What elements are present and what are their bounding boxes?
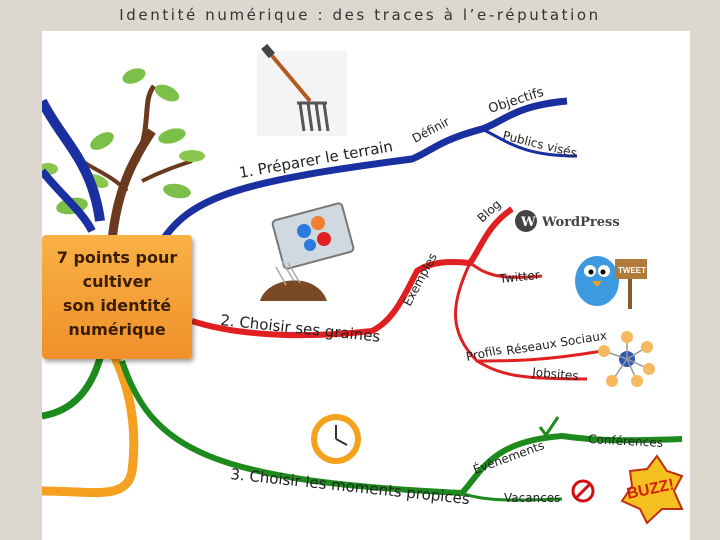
seed-packet-icon: [260, 202, 355, 301]
buzz-badge: BUZZ!: [620, 454, 684, 525]
left-green-branch: [42, 350, 106, 420]
no-entry-icon: [571, 479, 595, 503]
left-blue-branch: [42, 98, 105, 222]
exemples-label: Exemples: [400, 251, 440, 309]
publics-label: Publics visés: [501, 128, 578, 160]
mind-map-svg: 1. Préparer le terrain Définir Objectifs…: [42, 43, 684, 525]
conferences-label: Conférences: [588, 432, 663, 450]
page-title: Identité numérique : des traces à l’e-ré…: [119, 6, 601, 24]
left-orange-branch: [42, 348, 139, 498]
tree-illustration: [42, 68, 205, 242]
central-line-3: son identité: [62, 296, 172, 315]
wordpress-logo: W WordPress: [515, 210, 620, 232]
evenements-label: Évènements: [471, 437, 546, 477]
clock-icon: [311, 414, 361, 464]
branch-3-line: [119, 360, 683, 497]
central-line-2: cultiver: [82, 272, 152, 291]
central-line-1: 7 points pour: [56, 248, 178, 267]
branch-1-line: [159, 97, 568, 243]
mind-map-canvas: 1. Préparer le terrain Définir Objectifs…: [42, 31, 690, 540]
branch-2-label: 2. Choisir ses graines: [220, 311, 382, 346]
pitchfork-icon: [257, 43, 347, 136]
checkmark-icon: [538, 416, 560, 438]
header-bar: Identité numérique : des traces à l’e-ré…: [0, 0, 720, 30]
central-line-4: numérique: [68, 320, 166, 339]
central-topic-box: 7 points pour cultiver son identité numé…: [42, 235, 192, 359]
tweet-sign-text: TWEET: [618, 266, 646, 275]
branch-3-label: 3. Choisir les moments propices: [230, 465, 471, 508]
twitter-bird-icon: TWEET: [575, 256, 647, 309]
branch-2-line: [191, 206, 514, 339]
svg-text:W: W: [520, 215, 536, 230]
jobsites-label: Jobsites: [531, 365, 579, 383]
vacances-label: Vacances: [504, 491, 560, 505]
twitter-label: Twitter: [498, 268, 541, 286]
wordpress-text: WordPress: [541, 215, 620, 230]
network-icon: [598, 331, 655, 387]
